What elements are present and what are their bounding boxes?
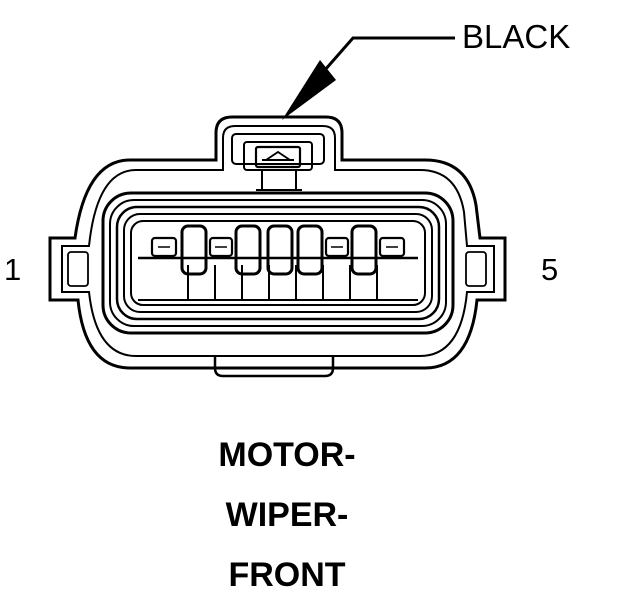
terminal-pin-1 bbox=[180, 224, 208, 276]
callout-arrowhead bbox=[282, 60, 336, 120]
wire-color-label: BLACK bbox=[462, 18, 570, 55]
terminal-pin-5 bbox=[350, 224, 378, 276]
terminal-pin-3 bbox=[266, 224, 294, 276]
terminal-pin-4 bbox=[296, 224, 324, 276]
terminal-pin-2 bbox=[234, 224, 262, 276]
connector-name-line-2: WIPER- bbox=[226, 496, 349, 534]
connector-name-line-1: MOTOR- bbox=[218, 436, 355, 474]
pin-label-first: 1 bbox=[4, 252, 21, 287]
connector-body bbox=[48, 115, 507, 378]
connector-name-line-3: FRONT bbox=[228, 556, 345, 594]
pin-label-last: 5 bbox=[541, 252, 558, 287]
terminal-pins bbox=[150, 224, 406, 276]
